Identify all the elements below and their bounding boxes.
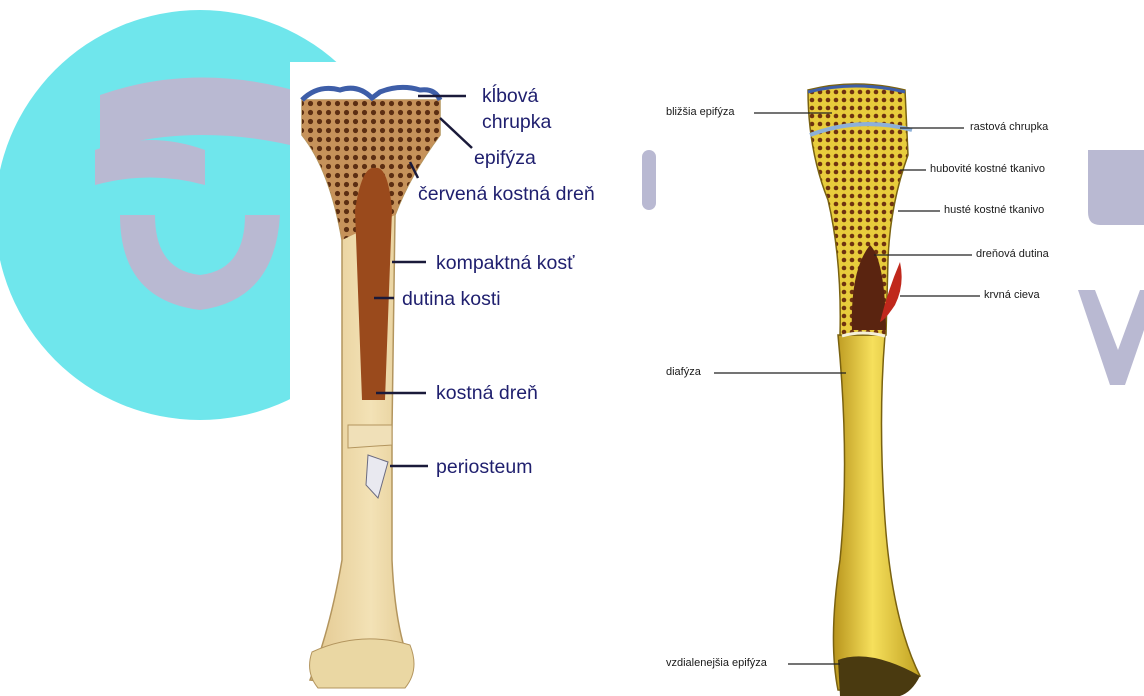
label-spongy-tissue: hubovité kostné tkanivo <box>930 163 1045 176</box>
label-blood-vessel: krvná cieva <box>984 289 1040 302</box>
label-dense-tissue: husté kostné tkanivo <box>944 204 1044 217</box>
label-diaphysis: diafýza <box>666 366 701 379</box>
label-medullary-cavity: dreňová dutina <box>976 248 1049 261</box>
label-growth-cartilage: rastová chrupka <box>970 121 1048 134</box>
label-compact-bone: kompaktná kosť <box>436 251 574 275</box>
label-distal-epiphysis: vzdialenejšia epifýza <box>666 657 767 670</box>
label-periosteum: periosteum <box>436 455 532 479</box>
label-red-marrow: červená kostná dreň <box>418 182 595 206</box>
label-epiphysis: epifýza <box>474 146 536 170</box>
label-articular-cartilage-1: kĺbová <box>482 84 538 108</box>
label-marrow: kostná dreň <box>436 381 538 405</box>
label-bone-cavity: dutina kosti <box>402 287 501 311</box>
label-articular-cartilage-2: chrupka <box>482 110 551 134</box>
label-proximal-epiphysis: bližšia epifýza <box>666 106 734 119</box>
